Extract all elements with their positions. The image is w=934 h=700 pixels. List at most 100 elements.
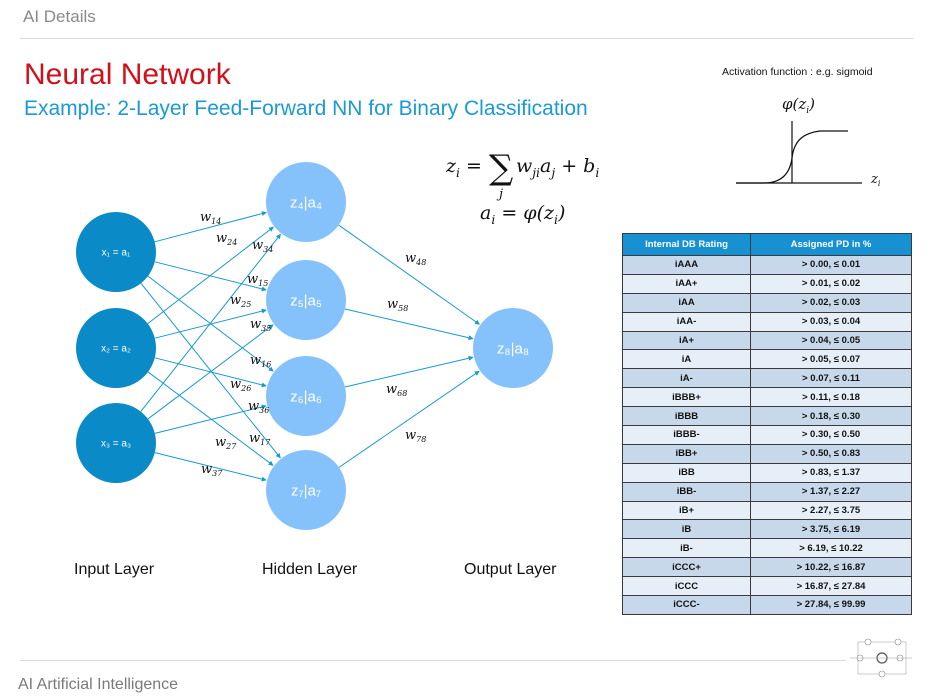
- node-label: x₃ = a₃: [101, 439, 131, 450]
- rating-cell: iB+: [622, 500, 751, 521]
- hidden-node-z7: z₇|a₇: [266, 450, 346, 530]
- edge-z4-z8: [338, 224, 480, 325]
- pd-range-cell: > 10.22, ≤ 16.87: [750, 557, 912, 578]
- pd-range-cell: > 0.05, ≤ 0.07: [750, 349, 912, 370]
- rating-cell: iAAA: [622, 255, 751, 275]
- weight-label-w24: w24: [216, 231, 237, 247]
- pd-range-cell: > 6.19, ≤ 10.22: [750, 538, 912, 559]
- pd-range-cell: > 0.01, ≤ 0.02: [750, 273, 912, 294]
- table-row: iB> 3.75, ≤ 6.19: [622, 519, 912, 540]
- rating-cell: iA+: [622, 330, 751, 351]
- rating-pd-table: Internal DB Rating Assigned PD in % iAAA…: [622, 233, 912, 615]
- edge-x3-z7: [154, 452, 267, 482]
- weight-label-w58: w58: [387, 297, 408, 313]
- sum-symbol: ∑: [489, 148, 514, 188]
- table-row: iBB+> 0.50, ≤ 0.83: [622, 443, 912, 464]
- weight-label-w35: w35: [250, 317, 271, 333]
- footer-text: AI Artificial Intelligence: [18, 676, 179, 693]
- pd-range-cell: > 1.37, ≤ 2.27: [750, 481, 912, 502]
- table-row: iCCC+> 10.22, ≤ 16.87: [622, 557, 912, 578]
- input-node-x3: x₃ = a₃: [76, 403, 156, 483]
- node-label: z₅|a₅: [290, 292, 322, 309]
- sigmoid-plot: φ(zi) zi: [736, 95, 881, 188]
- pd-range-cell: > 0.03, ≤ 0.04: [750, 311, 912, 332]
- node-label: z₈|a₈: [497, 340, 529, 357]
- edge-x1-z6: [147, 275, 274, 372]
- table-row: iCCC> 16.87, ≤ 27.84: [622, 576, 912, 597]
- input-node-x1: x₁ = a₁: [76, 212, 156, 292]
- rating-cell: iBB-: [622, 481, 751, 502]
- edge-x2-z4: [147, 226, 274, 325]
- column-header-rating: Internal DB Rating: [622, 233, 751, 256]
- section-header: AI Details: [23, 7, 96, 26]
- table-row: iCCC-> 27.84, ≤ 99.99: [622, 595, 912, 615]
- rating-cell: iA-: [622, 368, 751, 389]
- formula-z: zi = wjiaj + bi: [446, 155, 600, 180]
- sum-index: j: [499, 187, 504, 202]
- edge-x1-z7: [140, 282, 281, 459]
- rating-cell: iBBB: [622, 406, 751, 427]
- edge-x1-z4: [154, 211, 267, 243]
- table-row: iAAA> 0.00, ≤ 0.01: [622, 255, 912, 275]
- rating-cell: iAA-: [622, 311, 751, 332]
- sigmoid-curve: [736, 130, 848, 184]
- hidden-node-z5: z₅|a₅: [266, 260, 346, 340]
- table-row: iA> 0.05, ≤ 0.07: [622, 349, 912, 370]
- edge-x2-z7: [147, 371, 274, 466]
- weight-label-w16: w16: [250, 353, 271, 369]
- table-row: iBBB-> 0.30, ≤ 0.50: [622, 425, 912, 445]
- node-circle: [266, 260, 346, 340]
- formula-block: zi = wjiaj + bi ∑ j ai = φ(zi): [440, 148, 630, 230]
- output-layer-label: Output Layer: [464, 561, 557, 578]
- weight-label-w78: w78: [405, 428, 426, 444]
- pd-range-cell: > 0.02, ≤ 0.03: [750, 292, 912, 313]
- page-subtitle: Example: 2-Layer Feed-Forward NN for Bin…: [24, 97, 588, 120]
- pd-range-cell: > 0.18, ≤ 0.30: [750, 406, 912, 427]
- pd-range-cell: > 2.27, ≤ 3.75: [750, 500, 912, 521]
- hidden-node-z6: z₆|a₆: [266, 356, 346, 436]
- table-row: iBBB> 0.18, ≤ 0.30: [622, 406, 912, 427]
- weight-label-w37: w37: [201, 462, 223, 478]
- node-circle: [473, 308, 553, 388]
- edge-z6-z8: [344, 355, 474, 388]
- weight-label-w17: w17: [249, 431, 271, 447]
- pd-range-cell: > 0.04, ≤ 0.05: [750, 330, 912, 351]
- rating-cell: iBB+: [622, 443, 751, 464]
- sigmoid-x-axis-label: zi: [870, 172, 881, 188]
- rating-cell: iB-: [622, 538, 751, 559]
- page-title: Neural Network: [24, 58, 231, 91]
- edge-z7-z8: [338, 370, 480, 468]
- rating-cell: iB: [622, 519, 751, 540]
- header-divider: [20, 38, 913, 39]
- pd-range-cell: > 16.87, ≤ 27.84: [750, 576, 912, 597]
- pd-range-cell: > 0.00, ≤ 0.01: [750, 255, 912, 275]
- rating-cell: iBB: [622, 462, 751, 483]
- node-circle: [266, 356, 346, 436]
- weight-label-w27: w27: [215, 435, 237, 451]
- node-circle: [266, 162, 346, 242]
- table-row: iAA+> 0.01, ≤ 0.02: [622, 273, 912, 294]
- rating-cell: iAA+: [622, 273, 751, 294]
- edge-x3-z6: [154, 404, 267, 434]
- pd-range-cell: > 0.11, ≤ 0.18: [750, 387, 912, 408]
- pd-range-cell: > 0.83, ≤ 1.37: [750, 462, 912, 483]
- edge-x3-z4: [140, 233, 282, 412]
- weight-label-w48: w48: [405, 251, 426, 267]
- weight-label-w25: w25: [230, 293, 251, 309]
- rating-cell: iCCC+: [622, 557, 751, 578]
- weight-label-w36: w36: [248, 399, 269, 415]
- pd-range-cell: > 3.75, ≤ 6.19: [750, 519, 912, 540]
- node-label: z₇|a₇: [291, 482, 321, 499]
- rating-cell: iAA: [622, 292, 751, 313]
- node-circle: [76, 403, 156, 483]
- node-label: z₄|a₄: [290, 194, 322, 211]
- rating-cell: iBBB-: [622, 425, 751, 445]
- input-layer-label: Input Layer: [74, 561, 155, 578]
- node-circle: [76, 308, 156, 388]
- pd-range-cell: > 0.30, ≤ 0.50: [750, 425, 912, 445]
- table-row: iAA> 0.02, ≤ 0.03: [622, 292, 912, 313]
- table-row: iB+> 2.27, ≤ 3.75: [622, 500, 912, 521]
- node-label: x₁ = a₁: [102, 248, 131, 259]
- hidden-node-z4: z₄|a₄: [266, 162, 346, 242]
